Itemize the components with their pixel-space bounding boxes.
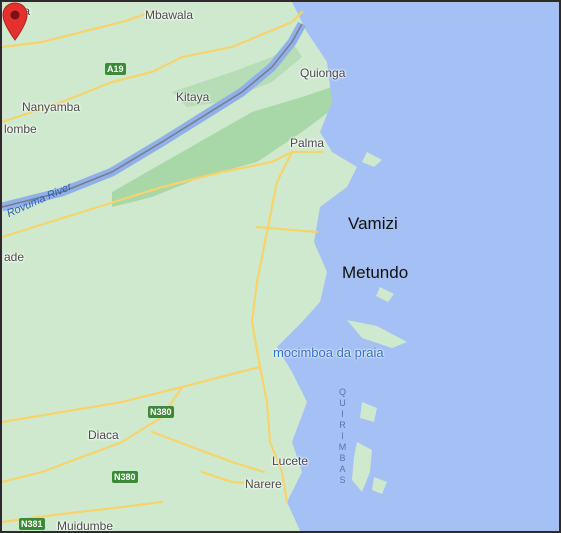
island-label-vamizi: Vamizi — [348, 214, 398, 233]
town-label-narere: Narere — [245, 477, 282, 491]
road-shield-n380-south: N380 — [112, 471, 138, 483]
island — [360, 402, 377, 422]
town-label-nanyamba: Nanyamba — [22, 100, 81, 114]
map-pin-icon[interactable] — [2, 2, 28, 42]
town-label-ade: ade — [4, 250, 25, 264]
town-label-quionga: Quionga — [300, 66, 346, 80]
border-line — [2, 23, 303, 208]
town-label-palma: Palma — [290, 136, 325, 150]
island — [372, 477, 387, 494]
town-label-kitaya: Kitaya — [176, 90, 210, 104]
town-label-lombe: lombe — [4, 122, 37, 136]
road-shield-a19: A19 — [105, 63, 126, 75]
road-shield-n380: N380 — [148, 406, 174, 418]
forest-area — [112, 87, 342, 207]
island — [347, 320, 407, 348]
marker-label[interactable]: mocimboa da praia — [273, 345, 384, 360]
road-shield-n381: N381 — [19, 518, 45, 530]
town-label-lucete: Lucete — [272, 454, 309, 468]
island — [352, 442, 372, 492]
town-label-diaca: Diaca — [88, 428, 119, 442]
ocean — [277, 2, 559, 531]
town-label-mbawala: Mbawala — [145, 8, 194, 22]
island-label-metundo: Metundo — [342, 263, 409, 282]
forest-area-north — [172, 42, 302, 107]
sea-label: QUIRIMBAS — [338, 387, 348, 485]
island — [376, 287, 394, 302]
town-label-muidumbe: Muidumbe — [57, 519, 114, 533]
island — [362, 152, 382, 167]
